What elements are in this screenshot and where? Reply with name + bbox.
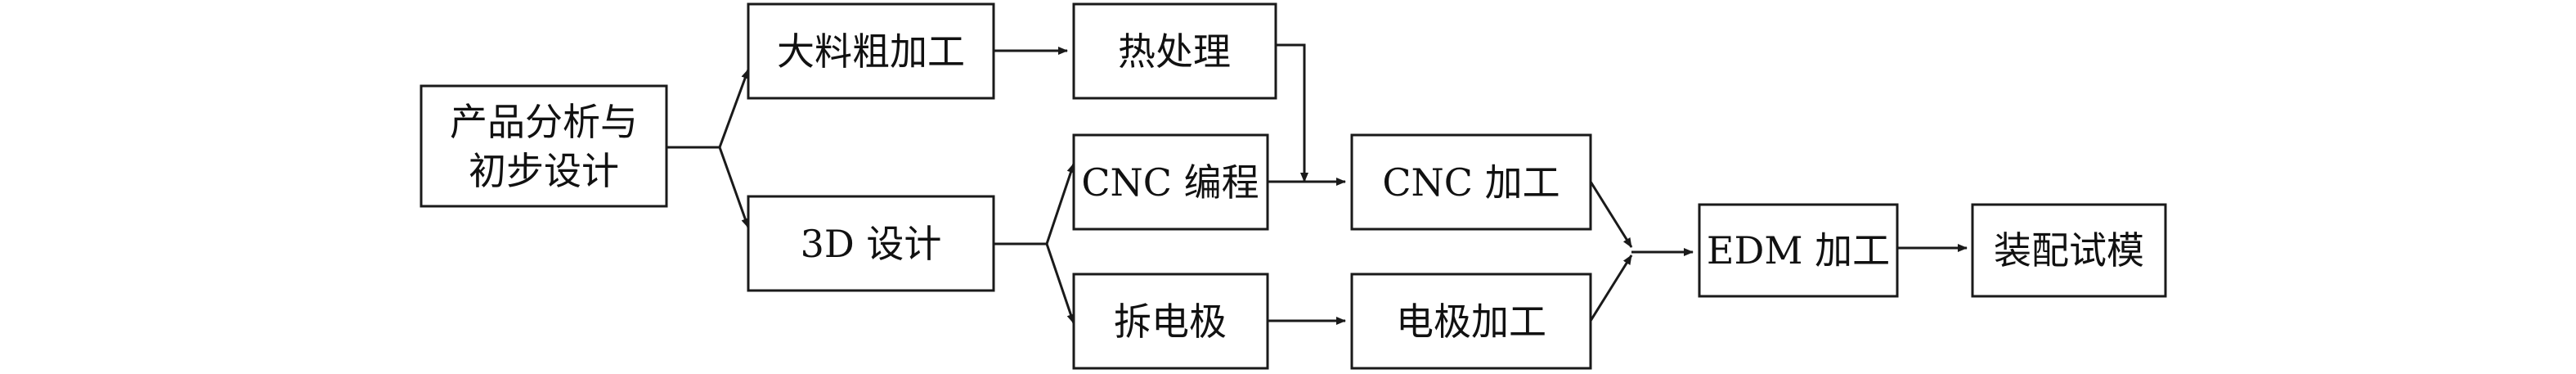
node-edm-machining-label: EDM 加工 [1707,228,1890,273]
node-heat-treatment: 热处理 [1072,2,1277,100]
edge-electrode-machining-to-join [1589,255,1633,322]
edges [666,43,1968,325]
edge-fork-to-electrode-split [1045,243,1075,324]
node-3d-design-label: 3D 设计 [801,222,942,266]
node-product-analysis: 产品分析与 初步设计 [420,84,668,208]
node-product-analysis-line2: 初步设计 [469,149,619,193]
node-edm-machining: EDM 加工 [1698,203,1899,298]
edge-fork-to-cnc-programming [1045,163,1075,245]
node-heat-treatment-label: 热处理 [1118,29,1231,74]
node-rough-machining: 大料粗加工 [747,2,995,100]
node-cnc-programming-label: CNC 编程 [1081,160,1259,205]
edge-fork-to-3d-design [718,146,750,228]
node-electrode-machining-label: 电极加工 [1396,300,1546,344]
node-cnc-machining-label: CNC 加工 [1382,160,1560,205]
node-3d-design: 3D 设计 [747,195,995,292]
node-cnc-programming: CNC 编程 [1072,133,1269,231]
node-cnc-machining: CNC 加工 [1350,133,1592,231]
node-electrode-machining: 电极加工 [1350,273,1592,370]
node-rough-machining-label: 大料粗加工 [777,29,965,74]
node-product-analysis-line1: 产品分析与 [450,100,638,144]
node-assembly-trial-label: 装配试模 [1994,228,2144,273]
node-electrode-split: 拆电极 [1072,273,1269,370]
node-assembly-trial: 装配试模 [1971,203,2167,298]
edge-cnc-machining-to-join [1589,181,1633,248]
node-electrode-split-label: 拆电极 [1114,300,1227,344]
edge-heat-to-cnc-machining [1276,43,1308,182]
edge-fork-to-rough-machining [718,69,750,148]
